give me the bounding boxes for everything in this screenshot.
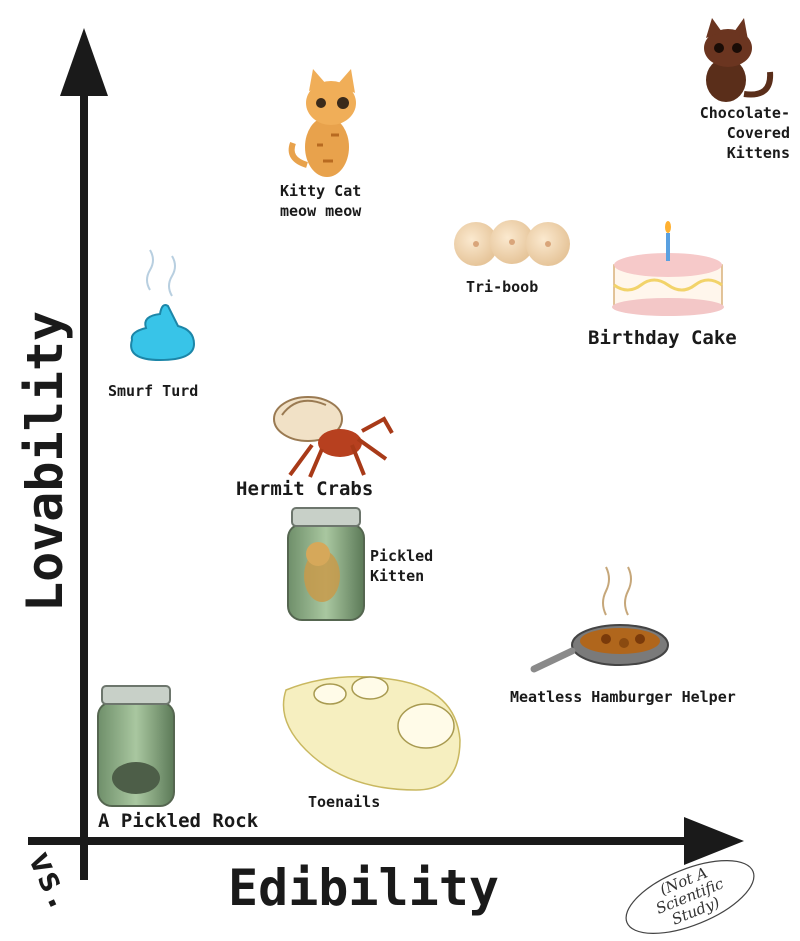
point-label-line: Meatless Hamburger Helper [510,688,736,706]
hermit-crab-icon [273,396,394,478]
x-axis-arrow-icon [684,817,744,865]
svg-text:(Not AScientificStudy): (Not AScientificStudy) [647,859,732,932]
brown-kitten-icon [704,18,774,102]
point-label-line: Hermit Crabs [236,478,373,500]
corner-vs-label: vs. [20,845,82,918]
point-label-line: meow meow [280,202,362,220]
point-label-line: Toenails [308,793,380,811]
y-axis-label: Lovability [16,311,74,612]
point-label-line: Kittens [727,144,790,162]
x-axis-label: Edibility [228,859,499,917]
point-label: Toenails [308,793,380,811]
point-label: Kitty Cat meow meow [280,182,362,220]
point-label-line: Smurf Turd [108,382,198,400]
toenails-icon [282,675,461,791]
birthday-cake-icon [612,221,724,316]
point-label: A Pickled Rock [98,810,259,832]
x-axis [28,817,744,865]
point-label-line: Birthday Cake [588,327,737,349]
point-label-line: Covered [727,124,790,142]
y-axis-arrow-icon [60,28,108,96]
frying-pan-icon [530,566,669,673]
y-axis [60,28,108,880]
point-label-line: Kitten [370,567,424,585]
orange-cat-icon [288,69,356,177]
pickled-rock-jar-icon [97,685,175,807]
point-label: Tri-boob [466,278,538,296]
point-label: Birthday Cake [588,327,737,349]
point-label: Smurf Turd [108,382,198,400]
blue-swirl-icon [130,249,196,362]
three-round-buns-icon [454,220,570,266]
point-label-line: Chocolate- [700,104,790,122]
point-label-line: Tri-boob [466,278,538,296]
point-label: Meatless Hamburger Helper [510,688,736,706]
point-label-line: A Pickled Rock [98,810,259,832]
point-label: Hermit Crabs [236,478,373,500]
point-label-line: Pickled [370,547,433,565]
point-label-line: Kitty Cat [280,182,361,200]
pickled-kitten-jar-icon [287,507,365,621]
